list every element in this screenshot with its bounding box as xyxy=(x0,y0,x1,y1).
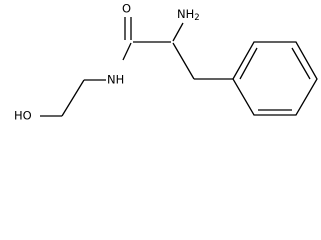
phenyl-ring xyxy=(232,41,318,116)
amine-n: N xyxy=(177,7,186,21)
amine-h: H xyxy=(186,7,195,21)
phenyl-double-1 xyxy=(239,47,258,80)
bond-carbonyl-nh xyxy=(122,42,132,61)
amide-nh-label: NH xyxy=(107,73,124,87)
hydroxyl-label: HO xyxy=(14,109,32,122)
structure-canvas: O NH2 NH HO xyxy=(14,2,318,122)
bond-alpha-amine xyxy=(172,22,184,42)
molecule-diagram: O NH2 NH HO xyxy=(14,2,318,122)
amine-label: NH2 xyxy=(177,7,200,23)
bond-ch2-ch2 xyxy=(61,79,85,117)
phenyl-double-2 xyxy=(291,47,311,80)
carbonyl-oxygen-label: O xyxy=(122,2,131,16)
bond-alpha-ch2 xyxy=(172,42,195,80)
amine-subscript: 2 xyxy=(194,13,199,23)
